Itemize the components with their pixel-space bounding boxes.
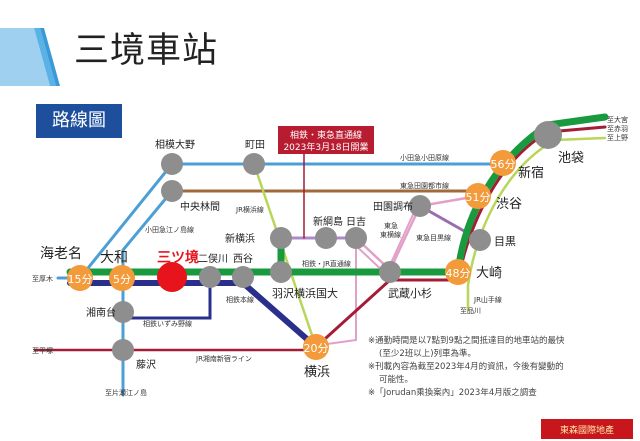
jr-yokohama-line [252,162,318,349]
station-node-denenchofu [409,195,431,217]
station-label: 横浜 [304,365,330,380]
time-label: 5分 [113,273,131,286]
note-line: ※刊載內容為截至2023年4月的資訊，今後有變動的 [368,362,564,372]
station-node-hiyoshi [345,227,367,249]
time-label: 51分 [466,191,491,204]
station-label: 大和 [100,250,128,266]
station-node-nishiya [232,266,254,288]
destination-label: 至片瀬江ノ島 [105,388,147,397]
time-label: 56分 [491,158,516,171]
section-label: 路線圖 [36,104,122,138]
station-node-meguro [469,229,491,251]
footnotes: ※通勤時間是以7點到9點之間抵達目的地車站的最快 (至少2班以上)列車為準。 ※… [368,335,564,400]
line-label: 相鉄いずみ野線 [143,319,192,328]
note-line: (至少2班以上)列車為準。 [379,349,477,359]
station-label: 海老名 [40,246,82,262]
line-label: JR横浜線 [235,205,264,214]
line-label: 相鉄・JR直通線 [302,259,351,268]
station-node-mitsukyo [157,262,187,292]
line-label: 相鉄本線 [226,295,254,304]
destination-label: 至厚木 [32,274,53,283]
station-label: 中央林間 [180,200,220,213]
station-label: 西谷 [233,253,253,265]
company-logo: 東森國際地產 [541,419,633,439]
station-node-sagamiono [161,153,183,175]
time-label: 48分 [446,267,471,280]
announcement-line1: 相鉄・東急直通線 [290,129,362,141]
station-label: 武蔵小杉 [388,286,432,300]
station-node-shintsunashima [315,227,337,249]
time-node-shinjuku: 56分 [490,150,516,176]
line-label: 東急目黒線 [416,233,451,242]
announcement-line2: 2023年3月18日開業 [283,141,368,153]
line-label: JR山手線 [473,295,502,304]
note-line: 可能性。 [379,375,414,385]
line-label: 小田急小田原線 [400,153,449,162]
station-label: 湘南台 [86,306,116,319]
time-label: 15分 [68,273,93,286]
station-node-musashikosugi [379,261,401,283]
station-label: 新宿 [518,165,544,181]
announcement-box [278,126,374,154]
station-node-ikebukuro [534,121,562,149]
time-node-yokohama: 20分 [303,334,329,360]
station-label: 目黒 [494,235,516,248]
time-node-osaki: 48分 [445,259,471,285]
header-decoration [0,28,60,86]
station-label: 町田 [245,140,265,151]
destination-label: 至品川 [460,307,481,315]
station-label: 新綱島 [313,215,343,228]
station-node-shonandai [112,301,134,323]
station-node-machida [243,153,265,175]
station-label: 相模大野 [155,138,195,151]
station-label: 大崎 [476,266,502,281]
destination-label: 至大宮 [607,115,628,124]
station-node-chuorinkan [161,180,183,202]
station-node-shinyokohama [270,227,292,249]
station-node-hazawa [270,261,292,283]
time-node-ebina: 15分 [67,265,93,291]
station-label: 新横浜 [225,232,255,245]
station-label: 渋谷 [496,197,522,212]
toyoko-line-a [354,194,480,273]
destination-label: 至上野 [607,133,628,142]
station-label: 二俣川 [198,252,228,265]
line-label: 東急田園都市線 [400,181,449,190]
station-label: 日吉 [346,216,366,228]
time-node-shibuya: 51分 [465,183,491,209]
line-label: 小田急江ノ島線 [145,225,194,234]
station-node-fujisawa [112,339,134,361]
station-label: 藤沢 [136,358,156,371]
station-label-current: 三ツ境 [157,249,199,266]
destination-label: 至赤羽 [607,125,628,133]
station-node-futamatagawa [199,266,221,288]
station-label: 羽沢横浜国大 [272,286,338,300]
page-title: 三境車站 [74,31,219,71]
izumino-line [121,281,212,320]
time-node-yamato: 5分 [109,265,135,291]
station-label: 田園調布 [373,200,413,213]
time-label: 20分 [304,342,329,355]
destination-label: 至平塚 [32,346,53,355]
line-label: JR湘南新宿ライン [195,354,252,363]
line-label: 東横線 [380,230,401,239]
note-line: ※「Jorudan乘換案內」2023年4月版之調查 [368,388,537,398]
line-label: 東急 [384,221,398,230]
note-line: ※通勤時間是以7點到9點之間抵達目的地車站的最快 [368,336,565,346]
station-label: 池袋 [558,151,584,166]
